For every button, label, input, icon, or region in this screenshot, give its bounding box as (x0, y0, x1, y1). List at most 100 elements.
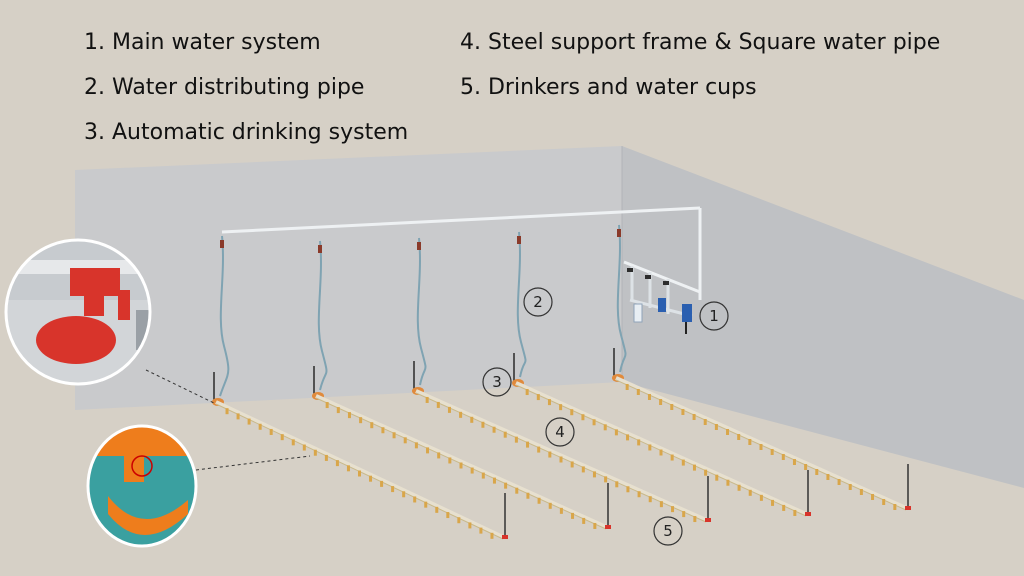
legend-item-1: 1. Main water system (84, 30, 321, 55)
drinker-nipple (603, 424, 607, 431)
drinker-nipple (324, 454, 328, 461)
drinker-nipple (692, 464, 696, 471)
drinker-nipple (526, 492, 530, 499)
drinker-nipple (424, 501, 428, 508)
drinker-nipple (759, 444, 763, 450)
drinker-nipple (269, 428, 273, 435)
drinker-nipple (670, 454, 674, 461)
drinker-nipple (490, 532, 494, 539)
drinker-line-2 (312, 240, 611, 530)
drinker-nipple (537, 446, 541, 453)
drinker-nipple (748, 489, 752, 496)
drinker-nipple (793, 509, 797, 516)
drinker-nipple (481, 421, 485, 428)
drinker-nipple (536, 394, 540, 401)
drinker-line-1 (212, 235, 508, 540)
inset-highlight (131, 455, 153, 477)
drinker-nipple (748, 439, 752, 445)
drinker-nipple (582, 517, 586, 524)
drinker-nipple (514, 436, 518, 443)
square-water-pipe (515, 381, 807, 516)
drinker-nipple (715, 474, 719, 481)
drinker-nipple (859, 489, 863, 495)
drinker-nipple (236, 413, 240, 420)
drinker-nipple (358, 470, 361, 477)
inset-valve (124, 452, 144, 482)
drinker-nipple (448, 457, 452, 464)
drinker-nipple (381, 427, 385, 434)
drinker-nipple (581, 414, 585, 421)
drinker-nipple (804, 464, 808, 470)
water-distributing-hose (219, 235, 230, 397)
drinker-nipple (503, 431, 507, 438)
drinker-nipple (792, 459, 796, 465)
end-cap (705, 518, 711, 522)
drinker-nipple (703, 419, 707, 425)
drinker-nipple (659, 449, 663, 456)
drinker-nipple (369, 475, 373, 482)
callout-circle (653, 516, 683, 546)
drinker-nipple (681, 409, 685, 415)
inset-cup (108, 496, 188, 535)
water-distributing-hose (416, 237, 427, 386)
drinker-nipple (537, 497, 541, 504)
callout-label: 5 (663, 522, 673, 540)
end-cap (905, 506, 911, 510)
inset-nipple (118, 290, 130, 320)
callout-circle (545, 417, 575, 447)
end-cap (605, 525, 611, 529)
square-water-pipe (415, 389, 707, 522)
drinker-nipple (346, 465, 350, 472)
drinker-line-5 (612, 224, 911, 511)
drinker-nipple (335, 460, 339, 467)
drinker-nipple (771, 499, 775, 506)
drinker-nipple (470, 416, 474, 423)
drinker-nipple (637, 439, 641, 446)
drinker-nipple (459, 411, 463, 418)
drinker-nipple (626, 434, 630, 441)
drinker-nipple (570, 461, 574, 468)
drinker-nipple (470, 467, 474, 474)
drinker-nipple (625, 384, 629, 390)
callout-3: 3 (482, 367, 512, 397)
drinker-nipple (737, 484, 741, 491)
inset-watercup-closeup (86, 424, 198, 548)
water-distributing-hose (516, 231, 527, 378)
inset-border (4, 238, 152, 386)
drinker-nipple (525, 389, 529, 396)
drinker-nipple (403, 437, 407, 444)
main-supply-pipe (221, 206, 701, 234)
callout-label: 3 (492, 373, 502, 391)
drinker-nipple (571, 512, 575, 519)
drinker-nipple (670, 404, 674, 410)
drinker-nipple (626, 486, 630, 493)
drinker-nipple (659, 501, 663, 508)
drinker-nipple (547, 399, 551, 406)
drinker-nipple (548, 502, 552, 509)
end-cap (502, 535, 508, 539)
drinker-nipple (714, 424, 718, 430)
inset-drinker-bowl (36, 316, 116, 364)
drinker-nipple (370, 422, 374, 429)
drinker-nipple (459, 462, 463, 469)
drinker-nipple (871, 494, 875, 500)
drinker-nipple (413, 496, 417, 503)
drinker-nipple (592, 419, 596, 426)
drinker-nipple (636, 389, 640, 395)
drinker-nipple (526, 441, 530, 448)
drinker-nipple (481, 472, 485, 479)
drinker-nipple (671, 506, 675, 513)
drinker-nipple (225, 408, 229, 415)
drinker-nipple (504, 482, 508, 489)
callout-4: 4 (545, 417, 575, 447)
legend-item-2: 2. Water distributing pipe (84, 75, 365, 100)
inset-border (86, 424, 198, 548)
drinker-nipple (479, 527, 483, 534)
drinker-nipple (559, 507, 563, 514)
right-wall (622, 146, 1024, 488)
drinker-nipple (726, 429, 730, 435)
drinker-nipple (637, 491, 641, 498)
drinker-nipple (615, 481, 619, 488)
drinker-nipple (592, 471, 596, 478)
